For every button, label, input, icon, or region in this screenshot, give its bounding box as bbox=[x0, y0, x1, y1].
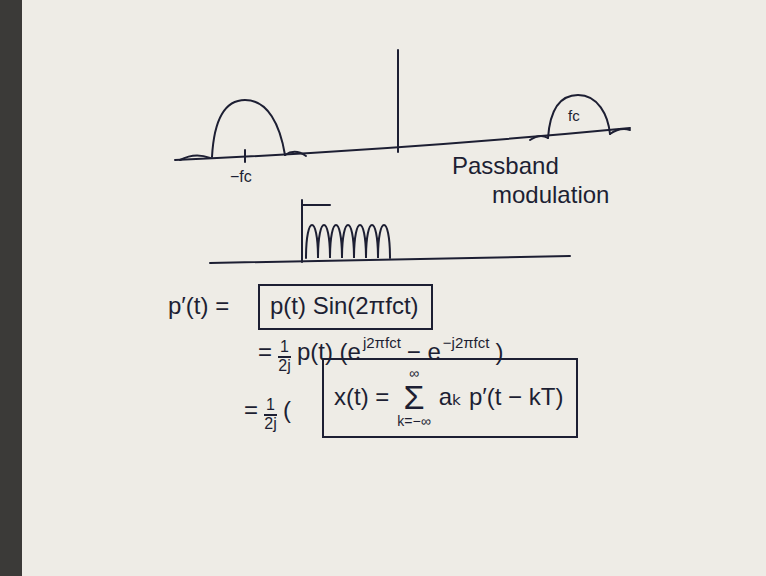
equation-text: = bbox=[244, 396, 258, 423]
summation-part: Σ bbox=[404, 380, 425, 414]
side-lobe bbox=[530, 136, 548, 140]
equation-part: = bbox=[258, 338, 272, 366]
equation-line: p′(t) = bbox=[168, 292, 229, 320]
summation-part: ∞ bbox=[409, 366, 419, 380]
denominator: 2j bbox=[278, 358, 290, 375]
equation-text: p(t) (e bbox=[297, 338, 361, 365]
equation-text: ) bbox=[495, 338, 503, 365]
equation-line: = 12j ( bbox=[244, 388, 291, 433]
modulated-pulse bbox=[210, 200, 570, 263]
denominator: 2j bbox=[264, 416, 276, 433]
pulse-edge bbox=[301, 200, 303, 262]
equation-row: p(t) Sin(2πfct) bbox=[270, 292, 419, 320]
equation-part: 12j bbox=[278, 330, 291, 375]
main-lobe bbox=[548, 95, 610, 138]
pulse-top bbox=[302, 204, 330, 206]
equation-row: x(t) = ∞Σk=−∞ aₖ p′(t − kT) bbox=[334, 366, 563, 428]
numerator: 1 bbox=[278, 339, 291, 358]
tick-mark bbox=[244, 150, 246, 162]
equation-text: p(t) Sin(2πfct) bbox=[270, 292, 419, 320]
equation-part: ) bbox=[495, 338, 503, 366]
summation-part: k=−∞ bbox=[397, 414, 430, 428]
equation-part: ( bbox=[283, 396, 291, 424]
axis-label: fc bbox=[568, 107, 580, 124]
fraction: 12j bbox=[264, 397, 277, 433]
side-lobe bbox=[285, 152, 306, 156]
equation-part: = bbox=[244, 396, 258, 424]
equation-part: −j2πfct bbox=[447, 338, 490, 366]
equation-text: − e bbox=[407, 338, 441, 365]
boxed-equation: p(t) Sin(2πfct) bbox=[258, 284, 433, 330]
equation-part: p′(t) = bbox=[168, 292, 229, 320]
note-text: Passband modulation bbox=[452, 152, 632, 210]
exponent: j2πfct bbox=[363, 334, 401, 351]
fraction: 12j bbox=[278, 339, 291, 375]
spectrum-plot bbox=[175, 50, 630, 162]
equation-text: p′(t) = bbox=[168, 292, 229, 319]
exponent: −j2πfct bbox=[443, 334, 490, 351]
equation-part: 12j bbox=[264, 388, 277, 433]
numerator: 1 bbox=[264, 397, 277, 416]
frequency-axis bbox=[175, 128, 630, 160]
summation: ∞Σk=−∞ bbox=[397, 366, 430, 428]
main-lobe bbox=[212, 100, 285, 157]
side-lobe bbox=[610, 129, 630, 134]
equation-text: aₖ p′(t − kT) bbox=[439, 383, 564, 411]
equation-text: x(t) = bbox=[334, 383, 389, 411]
vertical-axis bbox=[397, 50, 399, 152]
equation-line: =12jp(t) (ej2πfct− e−j2πfct) bbox=[258, 330, 503, 375]
equation-part: p(t) (e bbox=[297, 338, 361, 366]
equation-part: j2πfct bbox=[367, 338, 401, 366]
equation-part: − e bbox=[407, 338, 441, 366]
boxed-equation: x(t) = ∞Σk=−∞ aₖ p′(t − kT) bbox=[322, 358, 578, 438]
equation-text: = bbox=[258, 338, 272, 365]
side-lobe bbox=[180, 155, 210, 160]
dark-edge bbox=[0, 0, 22, 576]
axis-label: −fc bbox=[230, 168, 252, 186]
carrier-wave bbox=[306, 225, 390, 258]
equation-text: ( bbox=[283, 396, 291, 423]
